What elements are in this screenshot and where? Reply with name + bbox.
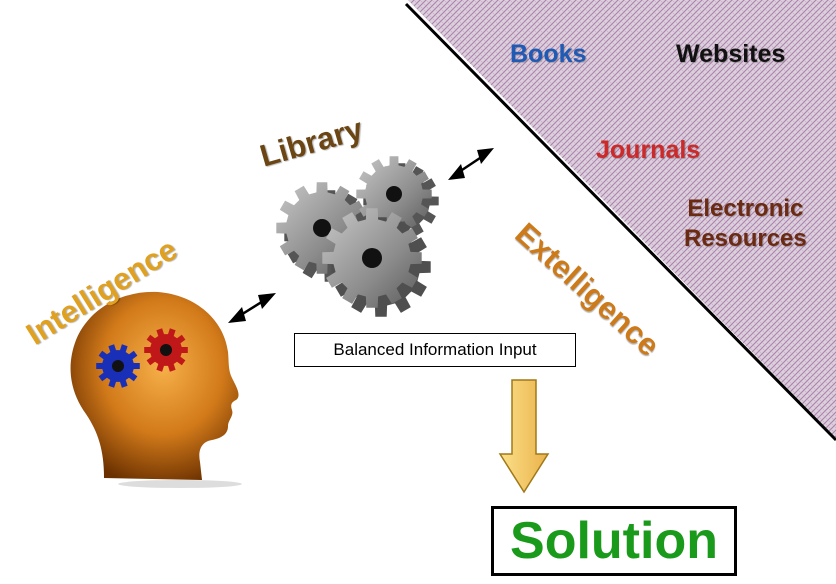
resources-region [408,0,836,438]
solution-box: Solution [491,506,737,576]
gear-hole [160,344,172,356]
books-label: Books [510,40,587,68]
electronic-line1: Electronic [687,195,804,222]
solution-label: Solution [510,512,718,570]
websites-label: Websites [676,40,786,68]
blue-gear-icon [96,344,140,388]
journals-label: Journals [596,136,701,164]
electronic-resources-label: Electronic Resources [684,194,807,254]
head-icon [70,291,242,488]
red-gear-icon [144,328,188,372]
down-arrow [498,379,550,494]
gear-hole [362,248,382,268]
gear-hole [112,360,124,372]
gear-hole [386,186,402,202]
arrow-library-resources [448,148,494,180]
arrow-head-library [228,293,276,323]
electronic-line2: Resources [684,225,807,252]
library-gears [276,156,439,317]
divider-line [404,2,836,442]
balanced-information-input-box: Balanced Information Input [294,333,576,367]
gear-icon [322,208,431,317]
gear-hole [313,219,331,237]
